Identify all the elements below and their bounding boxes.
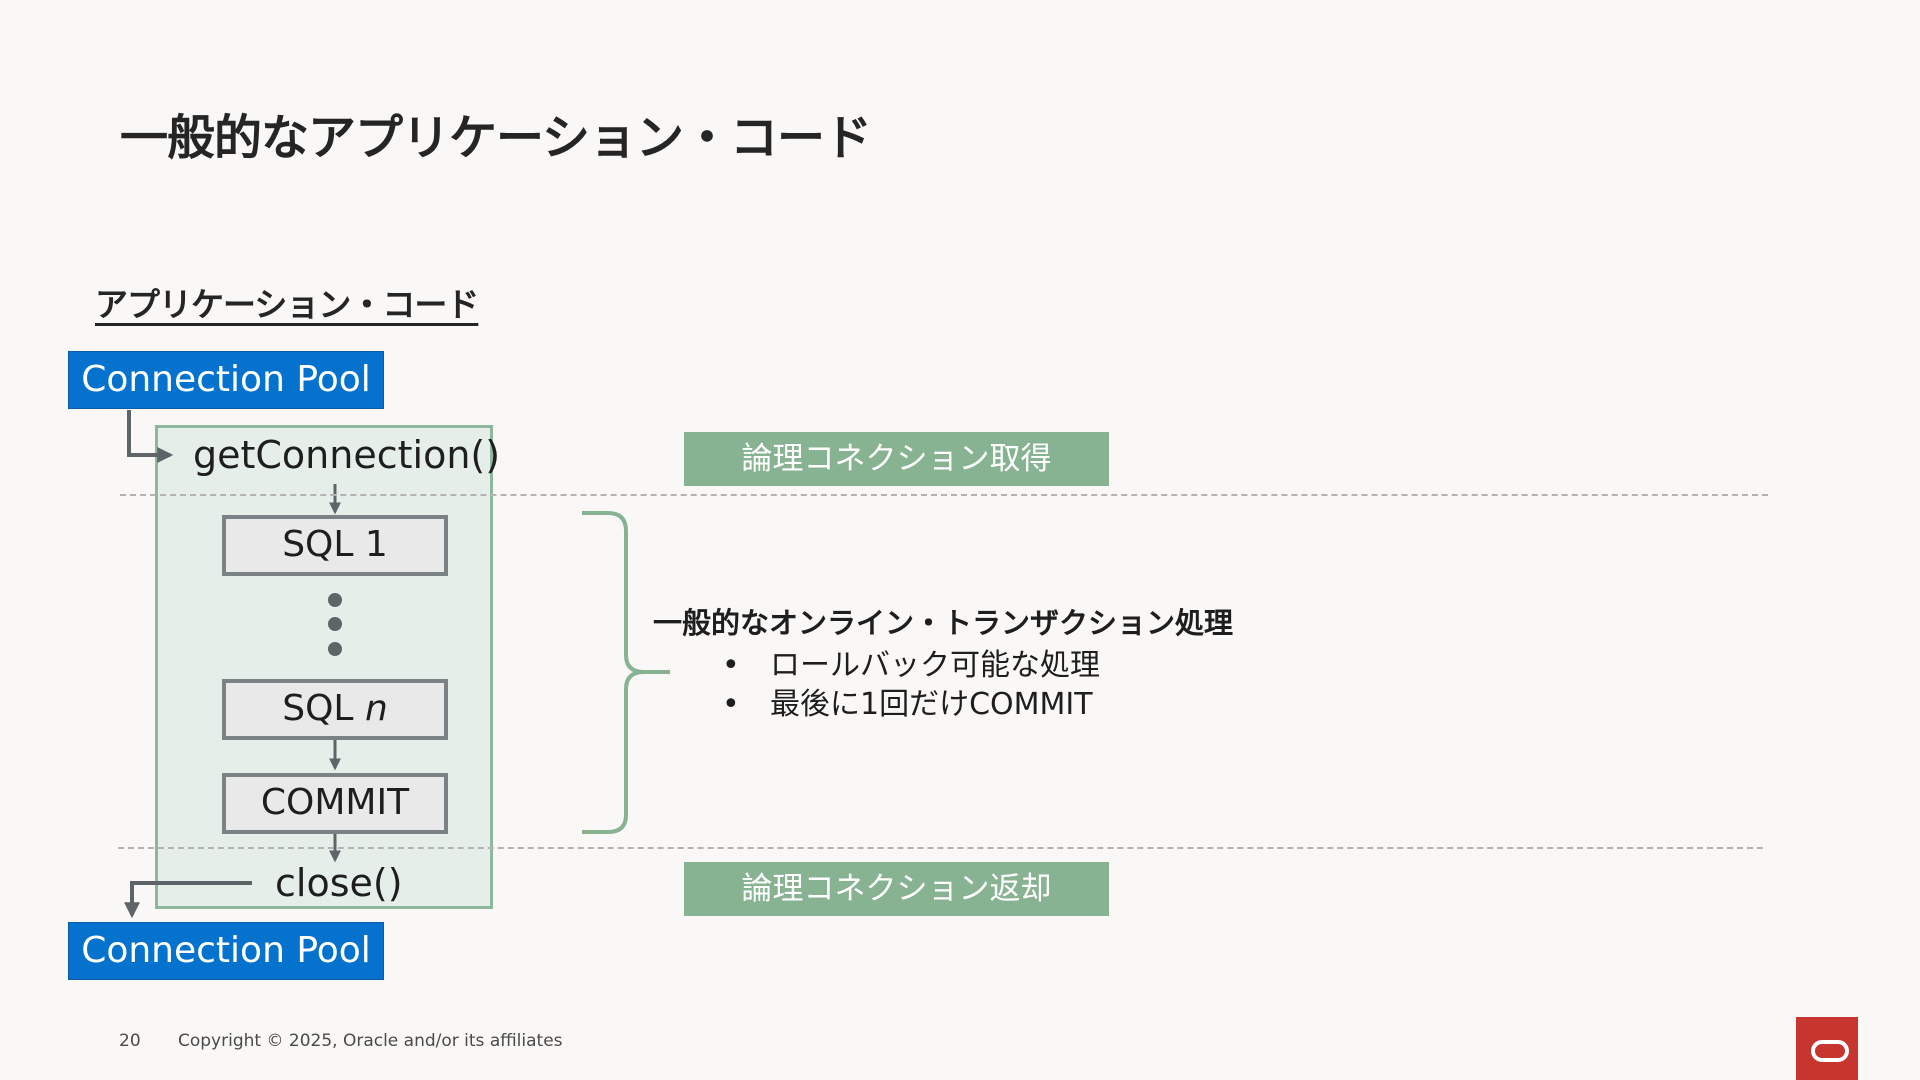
sql-1-number: 1 bbox=[364, 524, 388, 565]
transaction-heading: 一般的なオンライン・トランザクション処理 bbox=[653, 606, 1234, 640]
sql-n-box: SQL n bbox=[222, 679, 448, 740]
bullet-text: ロールバック可能な処理 bbox=[770, 648, 1100, 683]
bullet-text: 最後に1回だけCOMMIT bbox=[770, 687, 1093, 722]
oracle-ring-icon bbox=[1811, 1040, 1849, 1062]
page-number: 20 bbox=[119, 1031, 141, 1051]
copyright-notice: Copyright © 2025, Oracle and/or its affi… bbox=[178, 1031, 563, 1051]
bullet-item: • ロールバック可能な処理 bbox=[722, 640, 1100, 684]
transaction-brace bbox=[582, 511, 670, 834]
return-label: 論理コネクション返却 bbox=[684, 862, 1109, 916]
sql-n-prefix: SQL bbox=[282, 688, 354, 729]
get-connection-call: getConnection() bbox=[193, 433, 501, 477]
close-to-pool-arrow bbox=[124, 881, 252, 919]
connection-pool-top: Connection Pool bbox=[68, 351, 384, 409]
ellipsis-dot bbox=[328, 642, 342, 656]
acquire-boundary-line bbox=[120, 494, 1768, 496]
bullet-marker: • bbox=[722, 648, 740, 683]
acquire-label: 論理コネクション取得 bbox=[684, 432, 1109, 486]
sql-1-prefix: SQL bbox=[282, 524, 354, 565]
ellipsis-dot bbox=[328, 617, 342, 631]
sql-n-variable: n bbox=[364, 688, 388, 729]
connection-pool-bottom: Connection Pool bbox=[68, 922, 384, 980]
bullet-marker: • bbox=[722, 687, 740, 722]
oracle-logo bbox=[1796, 1017, 1858, 1080]
ellipsis-dot bbox=[328, 593, 342, 607]
return-boundary-line bbox=[118, 847, 1763, 849]
pool-to-getconnection-arrow bbox=[127, 410, 174, 463]
section-heading: アプリケーション・コード bbox=[95, 285, 479, 324]
bullet-item: • 最後に1回だけCOMMIT bbox=[722, 679, 1093, 723]
commit-box: COMMIT bbox=[222, 773, 448, 834]
slide-title: 一般的なアプリケーション・コード bbox=[120, 110, 872, 166]
sql-1-box: SQL 1 bbox=[222, 515, 448, 576]
close-call: close() bbox=[275, 861, 403, 905]
